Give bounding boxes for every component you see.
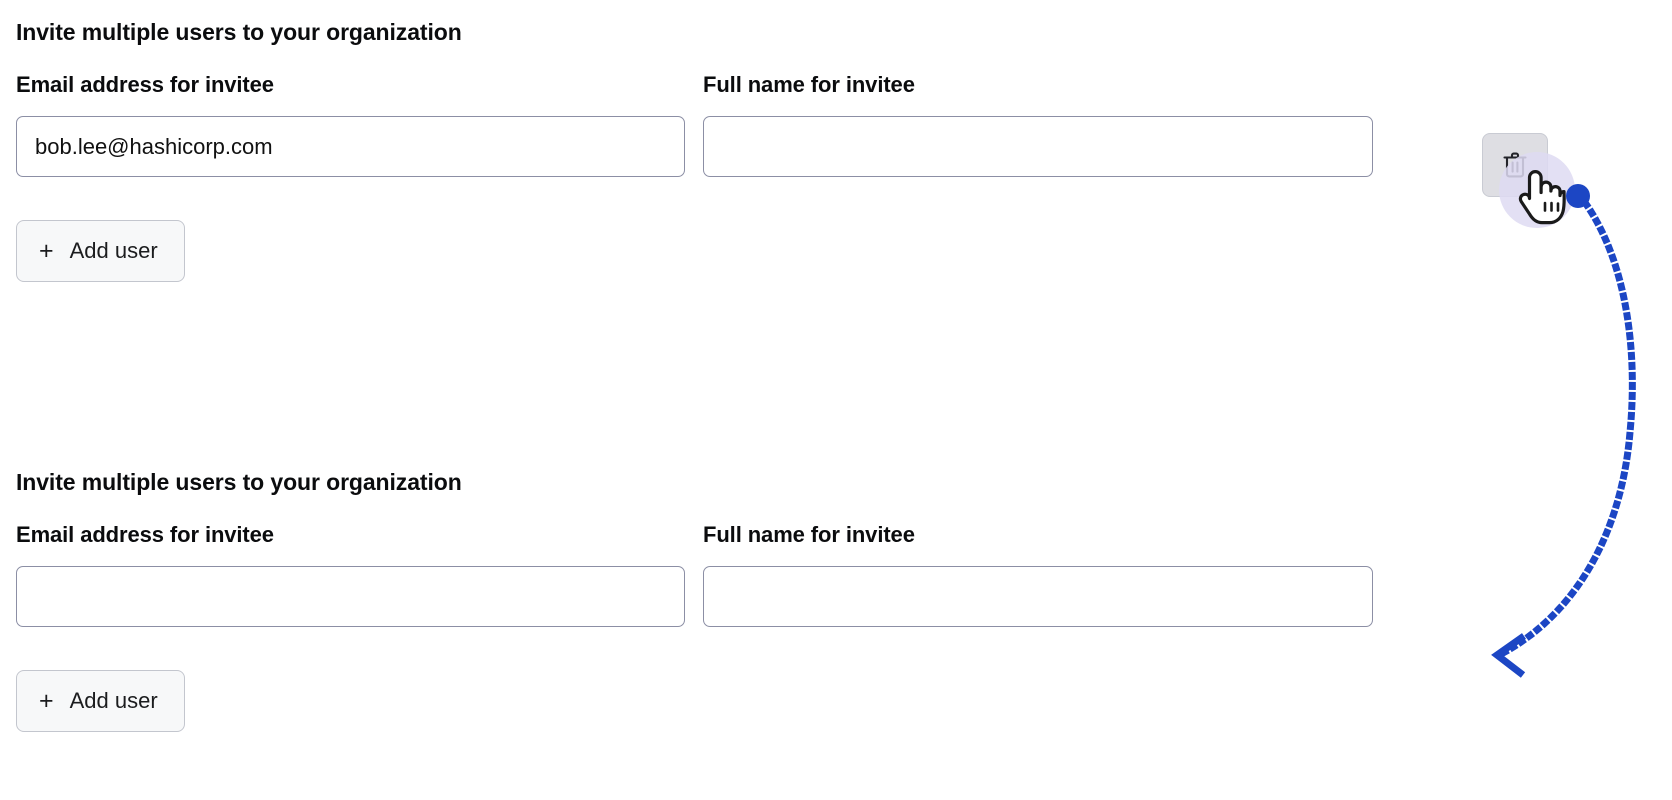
add-user-button[interactable]: + Add user [16, 220, 185, 282]
invitee-fields-row-secondary: Email address for invitee Full name for … [0, 522, 1672, 647]
plus-icon-secondary: + [39, 686, 54, 715]
invitee-fields-row: Email address for invitee Full name for … [0, 72, 1672, 197]
delete-invitee-button[interactable] [1482, 133, 1548, 197]
trash-icon [1502, 151, 1528, 179]
plus-icon: + [39, 236, 54, 265]
full-name-input[interactable] [703, 116, 1373, 177]
email-field-group: Email address for invitee [16, 72, 685, 177]
email-input-secondary[interactable] [16, 566, 685, 627]
full-name-field-label-secondary: Full name for invitee [703, 522, 915, 547]
full-name-field-label: Full name for invitee [703, 72, 915, 97]
full-name-input-secondary[interactable] [703, 566, 1373, 627]
add-user-button-secondary[interactable]: + Add user [16, 670, 185, 732]
page-title: Invite multiple users to your organizati… [16, 19, 462, 45]
email-field-label: Email address for invitee [16, 72, 274, 97]
add-user-button-label: Add user [69, 238, 158, 263]
full-name-field-group: Full name for invitee [703, 72, 1373, 177]
email-input[interactable] [16, 116, 685, 177]
full-name-field-group-secondary: Full name for invitee [703, 522, 1373, 627]
email-field-label-secondary: Email address for invitee [16, 522, 274, 547]
add-user-button-label-secondary: Add user [69, 688, 158, 713]
email-field-group-secondary: Email address for invitee [16, 522, 685, 627]
page-title-secondary: Invite multiple users to your organizati… [16, 469, 462, 495]
